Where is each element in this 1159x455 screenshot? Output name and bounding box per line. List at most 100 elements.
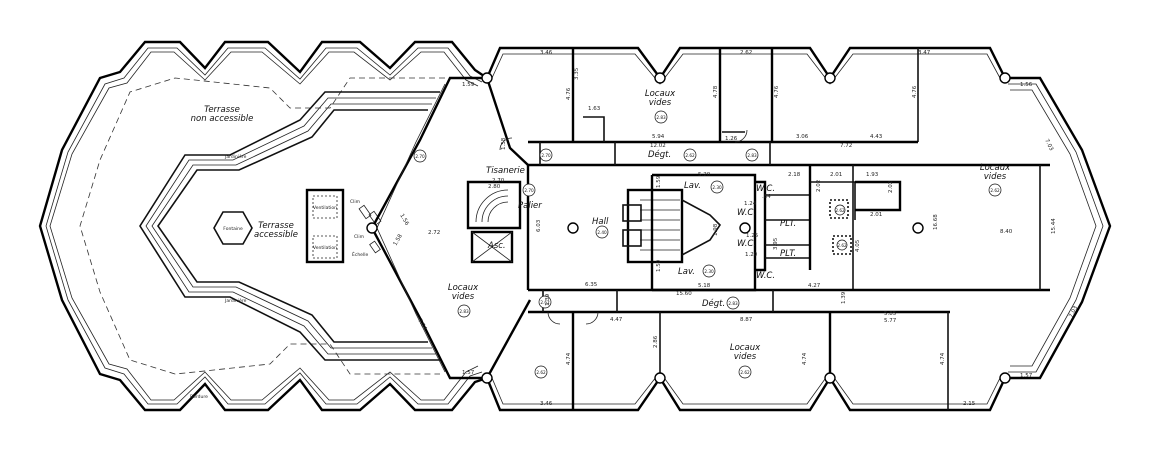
svg-text:3.35: 3.35 bbox=[574, 67, 580, 80]
svg-text:1.50: 1.50 bbox=[656, 259, 662, 272]
locaux-bottom-label-1: Locaux bbox=[730, 343, 761, 353]
locaux-right-label-1: Locaux bbox=[980, 163, 1011, 173]
svg-text:2.30: 2.30 bbox=[712, 185, 722, 190]
svg-text:2.02: 2.02 bbox=[888, 181, 894, 193]
svg-text:7.04: 7.04 bbox=[416, 318, 428, 332]
svg-text:2.02: 2.02 bbox=[816, 180, 822, 192]
terrace-na-label-2: non accessible bbox=[191, 114, 254, 124]
svg-text:2.70: 2.70 bbox=[415, 154, 425, 159]
stair-palier bbox=[466, 180, 522, 264]
svg-text:5.20: 5.20 bbox=[698, 172, 711, 178]
svg-text:4.43: 4.43 bbox=[870, 134, 883, 140]
svg-text:.84: .84 bbox=[762, 194, 771, 200]
asc-label: Asc. bbox=[487, 241, 506, 251]
terrace-na-label-1: Terrasse bbox=[204, 105, 240, 115]
svg-text:4.74: 4.74 bbox=[802, 352, 808, 365]
svg-text:8.87: 8.87 bbox=[740, 317, 753, 323]
svg-text:4.74: 4.74 bbox=[566, 352, 572, 365]
upper-partitions bbox=[526, 48, 1050, 290]
svg-text:7.03: 7.03 bbox=[1043, 138, 1054, 152]
svg-text:1.39: 1.39 bbox=[841, 291, 847, 304]
svg-text:1.57: 1.57 bbox=[1020, 373, 1033, 379]
svg-text:15.60: 15.60 bbox=[676, 291, 692, 297]
svg-text:2.62: 2.62 bbox=[536, 370, 546, 375]
svg-text:2.62: 2.62 bbox=[837, 243, 847, 248]
main-outer-walls bbox=[485, 46, 1112, 412]
svg-text:1.58: 1.58 bbox=[501, 137, 507, 150]
svg-text:1.25: 1.25 bbox=[746, 233, 759, 239]
svg-text:2.62: 2.62 bbox=[835, 208, 845, 213]
room-codes: 2.83 2.62 2.83 2.62 2.62 2.70 2.70 2.70 … bbox=[413, 110, 1002, 379]
svg-text:1.24: 1.24 bbox=[744, 201, 757, 207]
svg-text:1.59: 1.59 bbox=[462, 82, 475, 88]
svg-text:7.03: 7.03 bbox=[1068, 305, 1079, 319]
svg-text:2.40: 2.40 bbox=[597, 230, 607, 235]
locaux-top-label-1: Locaux bbox=[645, 89, 676, 99]
svg-text:5.18: 5.18 bbox=[698, 283, 711, 289]
svg-text:12.02: 12.02 bbox=[650, 143, 666, 149]
wc-label-3: W.C. bbox=[756, 184, 775, 194]
svg-text:6.35: 6.35 bbox=[585, 282, 598, 288]
terrace-dashed-limit bbox=[79, 77, 465, 375]
svg-text:1.56: 1.56 bbox=[398, 213, 410, 227]
wc-label-4: W.C. bbox=[756, 271, 775, 281]
svg-text:3.47: 3.47 bbox=[918, 50, 931, 56]
svg-text:8.40: 8.40 bbox=[1000, 229, 1013, 235]
tisanerie-label: Tisanerie bbox=[486, 166, 525, 176]
lav-bottom-label: Lav. bbox=[678, 267, 695, 277]
svg-text:2.15: 2.15 bbox=[963, 401, 976, 407]
svg-text:2.62: 2.62 bbox=[740, 50, 752, 56]
svg-text:3.46: 3.46 bbox=[540, 50, 553, 56]
svg-text:4.05: 4.05 bbox=[855, 239, 861, 252]
svg-text:1.58: 1.58 bbox=[393, 233, 405, 247]
clim-label-2: Clim bbox=[354, 234, 364, 240]
svg-text:2.83: 2.83 bbox=[728, 301, 738, 306]
svg-text:1.39: 1.39 bbox=[545, 293, 551, 306]
svg-text:6.03: 6.03 bbox=[536, 219, 542, 232]
clim-label-1: Clim bbox=[350, 199, 360, 205]
plt-label-2: PLT. bbox=[780, 249, 796, 259]
svg-text:2.83: 2.83 bbox=[656, 115, 666, 120]
svg-text:2.62: 2.62 bbox=[740, 370, 750, 375]
planter-label-bottom: Jardinière bbox=[224, 297, 247, 304]
svg-text:2.70: 2.70 bbox=[492, 178, 505, 184]
degt-bottom-label: Dégt. bbox=[702, 298, 725, 309]
locaux-left-label-2: vides bbox=[452, 292, 475, 302]
svg-text:2.01: 2.01 bbox=[830, 172, 842, 178]
plt-label-1: PLT. bbox=[780, 219, 796, 229]
svg-text:4.76: 4.76 bbox=[566, 87, 572, 100]
svg-text:2.70: 2.70 bbox=[524, 188, 534, 193]
svg-text:2.62: 2.62 bbox=[540, 300, 550, 305]
svg-text:1.20: 1.20 bbox=[745, 252, 758, 258]
svg-text:1.98: 1.98 bbox=[713, 223, 719, 236]
vent-boxes: Ventilation Ventilation bbox=[305, 188, 345, 264]
svg-text:4.76: 4.76 bbox=[912, 85, 918, 98]
svg-text:3.46: 3.46 bbox=[540, 401, 553, 407]
svg-text:4.74: 4.74 bbox=[940, 352, 946, 365]
columns bbox=[366, 72, 1011, 384]
dimensions: 3.46 3.35 4.76 1.63 4.78 2.62 4.76 3.47 … bbox=[393, 50, 1080, 407]
terrace-a-label-1: Terrasse bbox=[258, 221, 294, 231]
svg-text:4.27: 4.27 bbox=[808, 283, 821, 289]
svg-text:2.01: 2.01 bbox=[870, 212, 882, 218]
svg-text:2.83: 2.83 bbox=[747, 153, 757, 158]
terrace-outer-wall bbox=[38, 40, 488, 412]
bordure-label: Bordure bbox=[190, 394, 208, 400]
fountain: Fontaine bbox=[213, 211, 253, 245]
planter-bands bbox=[139, 91, 440, 361]
svg-text:2.80: 2.80 bbox=[488, 184, 501, 190]
locaux-top-label-2: vides bbox=[649, 98, 672, 108]
svg-text:2.83: 2.83 bbox=[459, 309, 469, 314]
svg-text:1.56: 1.56 bbox=[1020, 82, 1033, 88]
svg-text:5.85: 5.85 bbox=[884, 311, 897, 317]
vent-label-1: Ventilation bbox=[313, 205, 337, 211]
svg-text:2.86: 2.86 bbox=[653, 335, 659, 348]
svg-text:2.62: 2.62 bbox=[990, 188, 1000, 193]
door-swings bbox=[499, 129, 748, 325]
svg-text:16.68: 16.68 bbox=[933, 214, 939, 230]
svg-text:4.76: 4.76 bbox=[774, 85, 780, 98]
hall-label: Hall bbox=[592, 217, 609, 227]
svg-text:1.59: 1.59 bbox=[656, 175, 662, 188]
svg-text:3.95: 3.95 bbox=[773, 237, 779, 250]
